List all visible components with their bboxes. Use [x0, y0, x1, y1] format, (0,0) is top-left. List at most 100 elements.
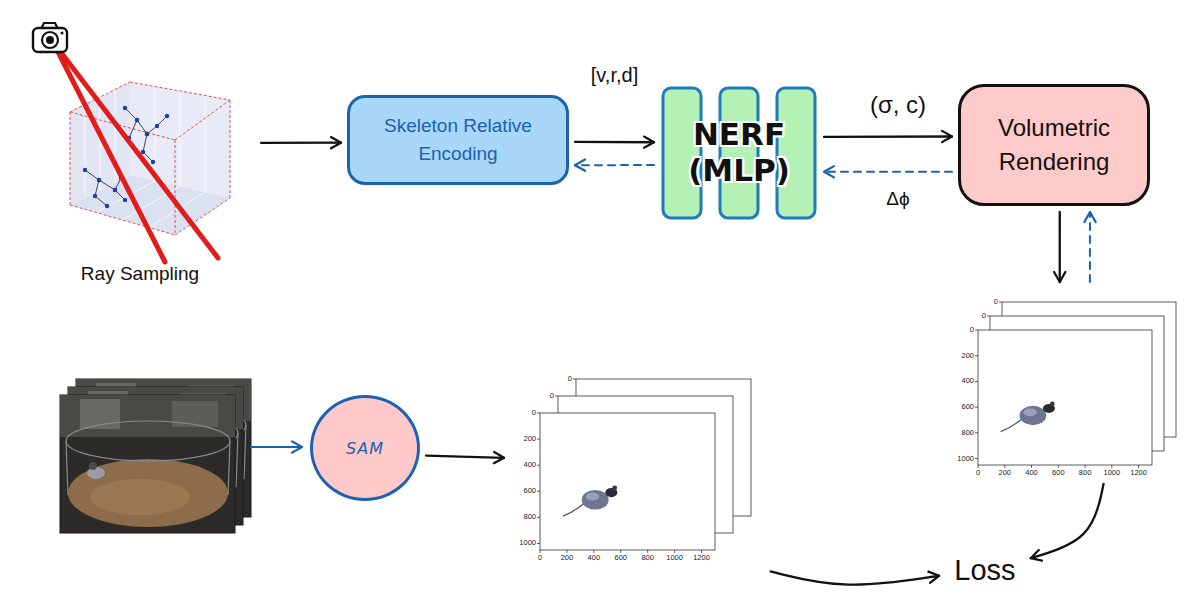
flow-arrow [824, 135, 952, 138]
tick-label: 0 [568, 375, 572, 383]
loss-node: Loss [945, 548, 1025, 592]
tick-label: 600 [1052, 469, 1065, 477]
skeleton-joint [113, 188, 117, 192]
mlp-layer-bar [663, 88, 701, 218]
tick-mark [975, 381, 978, 382]
node-label: Loss [954, 554, 1015, 587]
camera-body [33, 28, 67, 52]
skeleton-joint [105, 204, 109, 208]
skeleton-joint [151, 160, 155, 164]
rat-tail [1001, 419, 1022, 432]
illustration-caption: Ray Sampling [25, 263, 255, 285]
skeleton-joint [165, 114, 169, 118]
grid-line [100, 97, 101, 190]
skeleton-joint [141, 150, 145, 154]
image-stack-frames [945, 288, 1170, 478]
camera-flash [61, 32, 64, 35]
tick-label: 0 [532, 409, 536, 417]
mlp-layer-bar [777, 88, 815, 218]
camera-ray [53, 42, 165, 262]
node-label: NERF (MLP) [660, 117, 818, 188]
node-label: Volumetric Rendering [979, 111, 1129, 178]
skeleton-joint [123, 198, 127, 202]
node-label: SAM [346, 439, 384, 458]
skeleton-joint [97, 178, 101, 182]
tick-label: 400 [588, 554, 601, 562]
image-stack-frames [510, 370, 770, 570]
tick-label: 800 [961, 429, 974, 437]
rat-ear [1050, 402, 1055, 407]
grid-line [85, 105, 86, 198]
tick-mark [975, 458, 978, 459]
tick-mark [1111, 465, 1112, 468]
mlp-layer-bar [720, 88, 758, 218]
grid-line [155, 87, 156, 181]
tick-label: 200 [961, 352, 974, 360]
ray-sampling-illustration: Ray Sampling [25, 20, 255, 290]
tick-label: 0 [538, 554, 542, 562]
tick-mark [1138, 465, 1139, 468]
tick-mark [1031, 465, 1032, 468]
rat-image [1001, 402, 1055, 432]
tick-mark [674, 550, 675, 553]
plot-frame [978, 330, 1152, 465]
tick-label: 800 [1079, 469, 1092, 477]
tick-label: 200 [561, 554, 574, 562]
feedback-arrow [575, 164, 654, 166]
tick-mark [537, 465, 540, 466]
skeleton-joint [135, 118, 139, 122]
tick-label: 200 [999, 469, 1012, 477]
rat-tail [563, 503, 585, 516]
rat-image [563, 486, 618, 516]
tick-mark [978, 465, 979, 468]
tick-mark [1085, 465, 1086, 468]
skeleton-joint [123, 106, 127, 110]
flow-arrow [575, 141, 654, 144]
tick-mark [537, 413, 540, 414]
rat-highlight [586, 493, 599, 501]
tick-mark [975, 432, 978, 433]
sam-circle: SAM [310, 395, 420, 501]
rat-highlight [1024, 408, 1037, 416]
plot-box-edge [130, 82, 230, 100]
camera-ray [53, 42, 218, 258]
skeleton-joint [93, 194, 97, 198]
tick-mark [647, 550, 648, 553]
tick-mark [975, 355, 978, 356]
plot-box-edge [230, 100, 231, 198]
camera-lens [42, 32, 58, 48]
edge-label: [v,r,d] [591, 64, 638, 87]
tick-label: 0 [994, 298, 998, 306]
tick-mark [537, 491, 540, 492]
tick-label: 800 [641, 554, 654, 562]
mask-image-stack: 0002004006008001000020040060080010001200 [510, 370, 770, 570]
tick-mark [999, 302, 1002, 303]
tick-mark [593, 550, 594, 553]
rat-body [1019, 406, 1046, 425]
node-label: Skeleton Relative Encoding [364, 112, 552, 167]
edge-label: (σ, c) [870, 91, 926, 119]
encoding-box: Skeleton Relative Encoding [347, 95, 569, 185]
tick-label: 400 [523, 461, 536, 469]
grid-line [149, 192, 205, 227]
rat-body [582, 490, 609, 510]
skeleton-joint [145, 132, 149, 136]
flow-arrow [261, 142, 341, 144]
skeleton-joint [113, 188, 117, 192]
input-arrow [250, 446, 302, 448]
tick-mark [566, 550, 567, 553]
tick-mark [975, 407, 978, 408]
tick-mark [975, 330, 978, 331]
tick-mark [537, 439, 540, 440]
tick-label: 400 [1025, 469, 1038, 477]
tick-mark [537, 517, 540, 518]
skeleton-joint [97, 178, 101, 182]
tick-mark [701, 550, 702, 553]
camera-lens [46, 36, 54, 44]
plot-floor [70, 175, 230, 235]
tick-label: 1200 [693, 554, 710, 562]
tick-label: 0 [982, 312, 986, 320]
ray-sampling-drawing [25, 20, 255, 290]
